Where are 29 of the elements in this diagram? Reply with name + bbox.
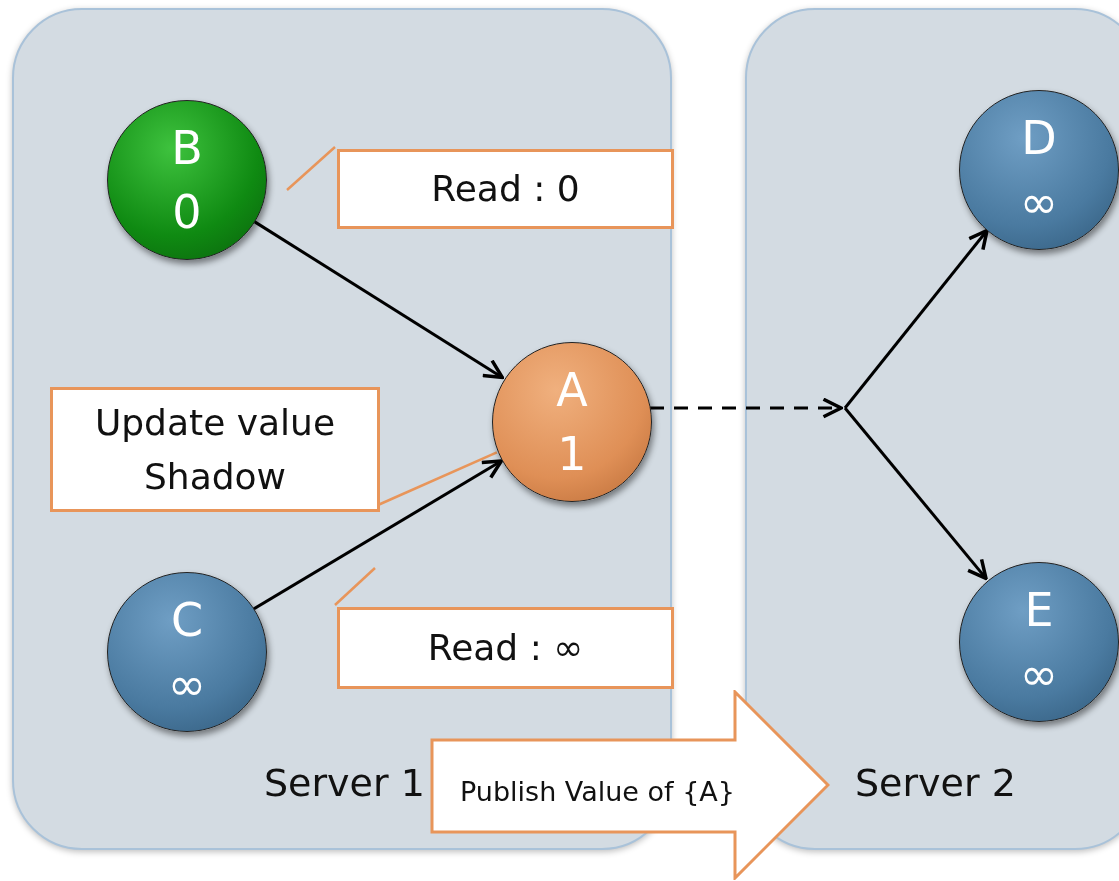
vertex-name: C	[170, 592, 204, 649]
vertex-name: B	[171, 120, 203, 177]
server-label: Server 2	[855, 760, 1016, 807]
callout-box	[50, 387, 380, 512]
callout-text: Update value Shadow	[93, 400, 337, 499]
server-panel	[745, 8, 1119, 850]
leader-line	[334, 567, 376, 606]
callout-text: Read : 0	[431, 167, 580, 211]
arrow-text: Publish Value of {A}	[460, 775, 735, 809]
vertex-value: ∞	[167, 656, 207, 713]
leader-line	[286, 146, 336, 191]
callout-box	[337, 149, 674, 229]
callout-box	[337, 607, 674, 689]
vertex-value: 1	[557, 426, 587, 483]
vertex-name: E	[1024, 582, 1054, 639]
leader-line	[377, 451, 498, 507]
vertex-name: A	[556, 362, 588, 419]
vertex-value: 0	[172, 184, 202, 241]
callout-text: Read : ∞	[427, 626, 584, 670]
arrow	[252, 459, 504, 611]
block-arrow	[430, 690, 830, 880]
vertex-value: ∞	[1019, 646, 1059, 703]
vertex-value: ∞	[1019, 174, 1059, 231]
vertex-name: D	[1021, 110, 1057, 167]
arrow	[843, 407, 988, 581]
server-label: Server 1	[264, 760, 425, 807]
dashed-arrow	[650, 397, 843, 419]
arrow	[843, 228, 989, 409]
server-panel	[12, 8, 672, 850]
